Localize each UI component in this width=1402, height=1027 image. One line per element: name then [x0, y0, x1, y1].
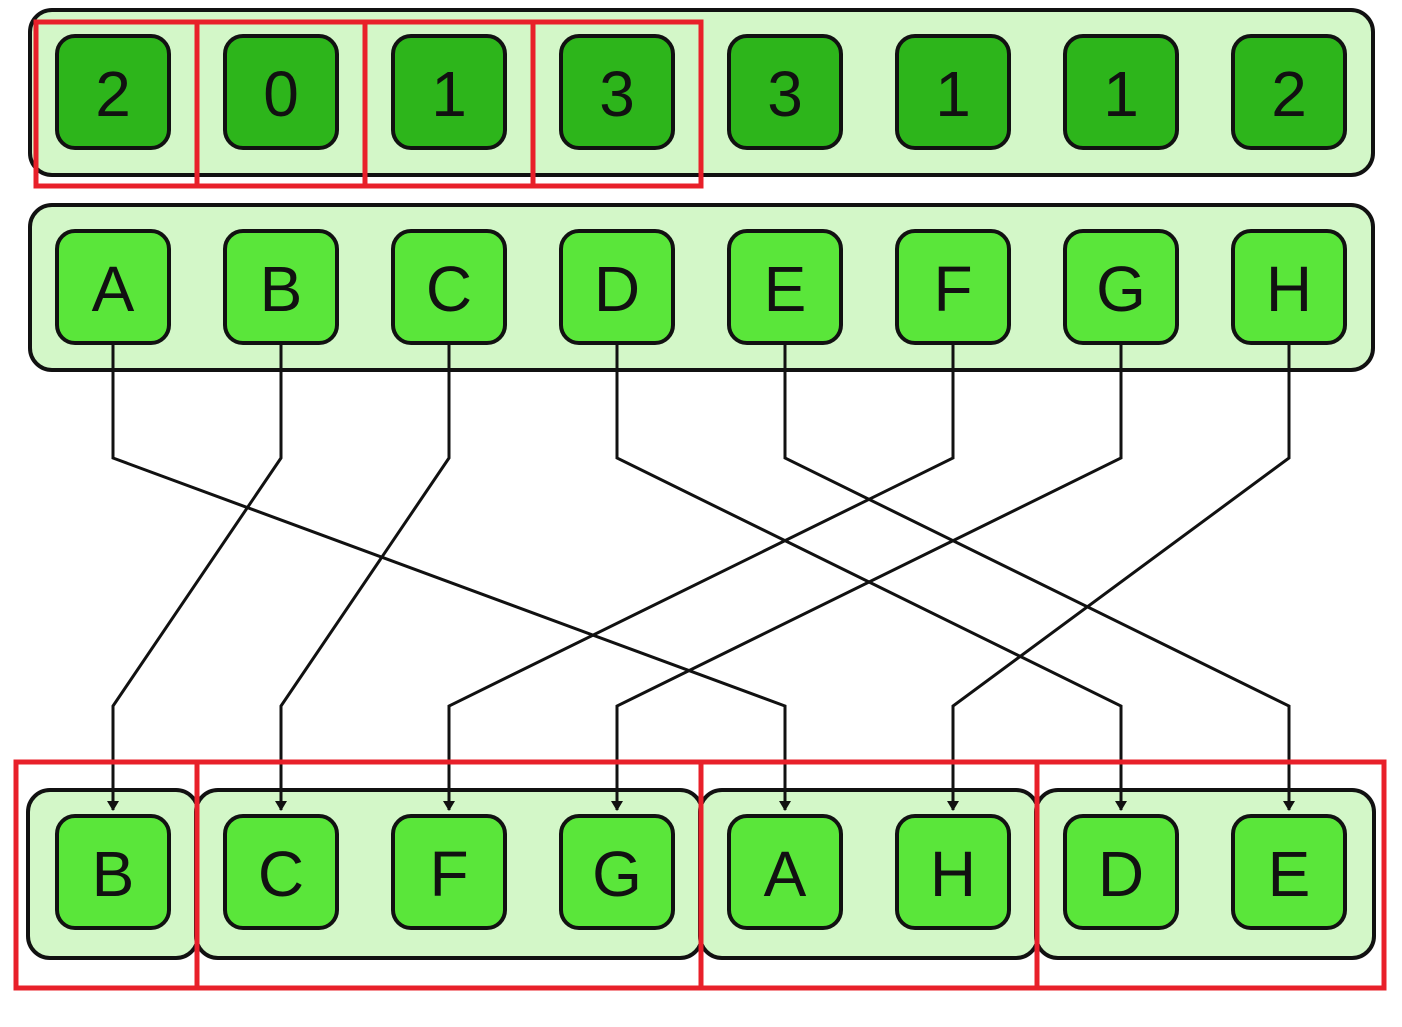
input-node-0: A [55, 229, 171, 345]
arrow-E-to-position-7 [783, 345, 1295, 811]
key-node-box [1063, 34, 1179, 150]
input-node-box [55, 229, 171, 345]
key-node-label: 1 [935, 58, 971, 130]
output-node-box [559, 814, 675, 930]
output-node-label: C [258, 838, 304, 910]
arrow-H-to-position-5 [947, 345, 1291, 811]
output-node-1: C [223, 814, 339, 930]
output-node-box [727, 814, 843, 930]
highlights-layer [13, 19, 1387, 991]
input-node-label: C [426, 253, 472, 325]
input-node-box [391, 229, 507, 345]
output-node-box [895, 814, 1011, 930]
output-node-box [1063, 814, 1179, 930]
input-node-box [895, 229, 1011, 345]
input-node-label: D [594, 253, 640, 325]
input-node-box [559, 229, 675, 345]
output-node-0: B [55, 814, 171, 930]
output-node-box [1231, 814, 1347, 930]
output-node-box [391, 814, 507, 930]
arrows-layer [107, 345, 1295, 811]
input-node-1: B [223, 229, 339, 345]
arrow-C-to-position-1 [275, 345, 451, 811]
output-node-label: F [429, 838, 468, 910]
output-node-2: F [391, 814, 507, 930]
key-node-box [55, 34, 171, 150]
input-node-label: E [764, 253, 807, 325]
input-node-label: B [260, 253, 303, 325]
arrow-A-to-position-4 [111, 345, 791, 811]
output-node-label: H [930, 838, 976, 910]
input-node-label: F [933, 253, 972, 325]
key-node-1: 0 [223, 34, 339, 150]
nodes-layer: 2 0 1 3 3 1 1 2A B C D E F G H B C F G A H D E [55, 34, 1347, 930]
input-node-2: C [391, 229, 507, 345]
key-node-2: 1 [391, 34, 507, 150]
key-node-label: 2 [95, 58, 131, 130]
input-node-label: G [1096, 253, 1146, 325]
key-node-label: 1 [1103, 58, 1139, 130]
key-node-box [1231, 34, 1347, 150]
arrow-G-to-position-3 [611, 345, 1123, 811]
key-node-box [391, 34, 507, 150]
arrow-D-to-position-6 [615, 345, 1127, 811]
input-node-6: G [1063, 229, 1179, 345]
output-node-box [55, 814, 171, 930]
output-node-label: E [1268, 838, 1311, 910]
input-node-5: F [895, 229, 1011, 345]
output-node-3: G [559, 814, 675, 930]
input-node-4: E [727, 229, 843, 345]
key-node-6: 1 [1063, 34, 1179, 150]
key-node-3: 3 [559, 34, 675, 150]
key-node-box [223, 34, 339, 150]
arrow-F-to-position-2 [443, 345, 955, 811]
input-node-7: H [1231, 229, 1347, 345]
output-node-label: G [592, 838, 642, 910]
key-node-5: 1 [895, 34, 1011, 150]
input-node-box [223, 229, 339, 345]
output-node-label: D [1098, 838, 1144, 910]
input-node-box [727, 229, 843, 345]
output-node-label: B [92, 838, 135, 910]
key-node-label: 1 [431, 58, 467, 130]
input-node-3: D [559, 229, 675, 345]
input-row-container [28, 203, 1375, 372]
key-node-7: 2 [1231, 34, 1347, 150]
input-node-box [1231, 229, 1347, 345]
input-node-label: A [92, 253, 135, 325]
output-node-box [223, 814, 339, 930]
key-node-label: 0 [263, 58, 299, 130]
key-node-label: 2 [1271, 58, 1307, 130]
key-node-4: 3 [727, 34, 843, 150]
key-node-label: 3 [767, 58, 803, 130]
arrow-B-to-position-0 [107, 345, 283, 811]
key-highlight-box-3 [530, 19, 704, 189]
key-node-box [727, 34, 843, 150]
key-node-box [895, 34, 1011, 150]
output-node-6: D [1063, 814, 1179, 930]
input-node-label: H [1266, 253, 1312, 325]
output-node-7: E [1231, 814, 1347, 930]
key-node-0: 2 [55, 34, 171, 150]
key-node-box [559, 34, 675, 150]
output-node-4: A [727, 814, 843, 930]
key-node-label: 3 [599, 58, 635, 130]
output-node-label: A [764, 838, 807, 910]
output-node-5: H [895, 814, 1011, 930]
output-group-highlight-3 [1034, 759, 1387, 991]
input-node-box [1063, 229, 1179, 345]
